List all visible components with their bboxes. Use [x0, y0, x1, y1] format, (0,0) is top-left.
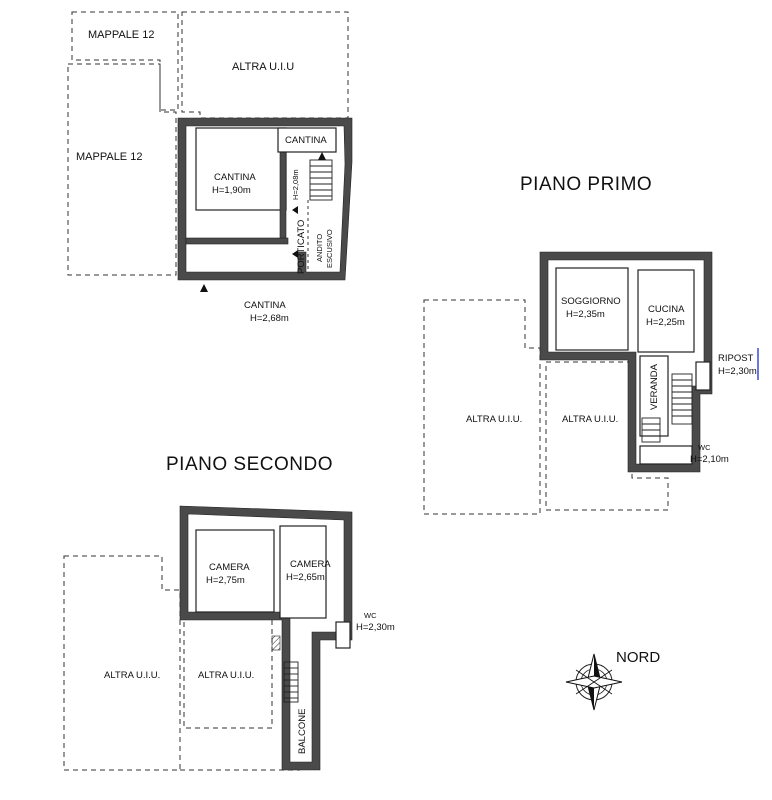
cantina-main-height: H=1,90m: [212, 185, 251, 196]
veranda-label: VERANDA: [649, 363, 660, 410]
cantina-divider-wall: [185, 237, 289, 245]
altra-uiu-boundary: [181, 11, 349, 119]
access-arrow: [292, 206, 298, 214]
hatched-window: [271, 635, 281, 651]
altra-uiu-label: ALTRA U.I.U: [232, 61, 294, 73]
altra-uiu-2-label: ALTRA U.I.U.: [562, 414, 618, 425]
access-arrow: [318, 152, 326, 160]
camera-2-height: H=2,65m: [286, 572, 325, 583]
wc-label-second: WC: [364, 611, 377, 620]
andito-label: ANDITO: [315, 234, 324, 262]
wc-height-second: H=2,30m: [356, 622, 395, 633]
ripost-label: RIPOST: [718, 353, 754, 364]
cucina-room: [637, 269, 695, 353]
cantina-main-label: CANTINA: [214, 172, 256, 183]
camera-1-room: [195, 529, 275, 613]
camera-1-height: H=2,75m: [206, 575, 245, 586]
stairs-first: [641, 373, 693, 443]
wc-room-first: [639, 445, 693, 465]
cucina-height: H=2,25m: [646, 317, 685, 328]
altra-uiu-left-label: ALTRA U.I.U.: [104, 670, 160, 681]
wc-height-first: H=2,10m: [690, 454, 729, 465]
cantina-main-room: [195, 127, 287, 211]
ripost-room: [695, 361, 711, 391]
cantina-small-label: CANTINA: [285, 135, 327, 146]
first-floor-plan: PIANO PRIMO SOGGIORNO H=2,35m CUCINA H=2…: [423, 174, 759, 515]
wc-room-second: [335, 621, 351, 649]
altra-uiu-1-boundary: [423, 299, 541, 515]
soggiorno-room: [555, 267, 629, 351]
cucina-label: CUCINA: [648, 304, 685, 315]
cantina-height-vertical: H=2,08m: [291, 169, 300, 200]
altra-uiu-left-boundary: [63, 555, 181, 771]
stairs-second: [283, 661, 299, 703]
escusivo-label: ESCUSIVO: [325, 229, 334, 268]
access-arrow: [292, 250, 298, 258]
access-arrow: [200, 284, 208, 292]
camera-2-room: [279, 525, 327, 619]
piano-secondo-title: PIANO SECONDO: [166, 454, 333, 475]
camera-2-label: CAMERA: [290, 559, 331, 570]
cantina-bottom-label: CANTINA: [244, 300, 286, 311]
balcone-label: BALCONE: [297, 709, 308, 754]
ripost-height: H=2,30m: [718, 366, 757, 377]
second-floor-plan: PIANO SECONDO CAMERA H=2,75m CAMERA H=2,…: [63, 454, 395, 771]
cantina-bottom-height: H=2,68m: [250, 313, 289, 324]
nord-label: NORD: [616, 649, 660, 666]
mappale-12-left-boundary: [67, 63, 177, 276]
stairs-ground: [309, 159, 333, 201]
wc-label-first: WC: [698, 443, 711, 452]
mappale-12-top-label: MAPPALE 12: [88, 29, 154, 41]
altra-uiu-1-label: ALTRA U.I.U.: [466, 414, 522, 425]
ground-floor-walls: [177, 117, 353, 281]
altra-uiu-right-label: ALTRA U.I.U.: [198, 670, 254, 681]
veranda-room: [639, 355, 669, 437]
ground-floor-plan: MAPPALE 12 ALTRA U.I.U MAPPALE 12 CANTIN…: [67, 11, 353, 324]
piano-primo-title: PIANO PRIMO: [520, 174, 652, 195]
mappale-12-left-label: MAPPALE 12: [76, 151, 142, 163]
porticato-label: PORTICATO: [296, 220, 307, 274]
soggiorno-label: SOGGIORNO: [561, 296, 621, 307]
soggiorno-height: H=2,35m: [566, 309, 605, 320]
mappale-12-top-boundary: [71, 11, 179, 111]
compass-north-arrow-icon: [565, 653, 623, 711]
cantina-small-room: [277, 127, 337, 153]
camera-1-label: CAMERA: [209, 562, 250, 573]
